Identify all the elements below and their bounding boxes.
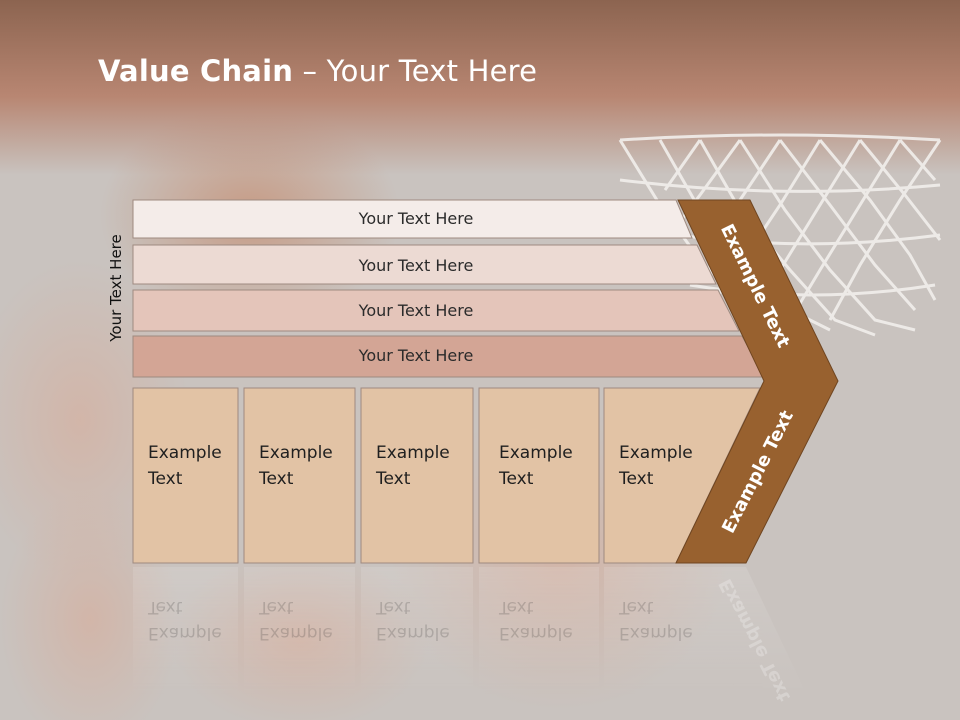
cell-2-reflection-line1: Example xyxy=(259,623,333,643)
cell-1-reflection-line2: Text xyxy=(148,597,183,617)
primary-cell-3-box xyxy=(360,387,474,564)
support-row-2 xyxy=(132,244,717,285)
support-row-4-label: Your Text Here xyxy=(358,346,474,365)
cell-5-reflection: Example Text xyxy=(604,566,714,698)
cell-3-line2: Text xyxy=(376,469,411,489)
cell-4-reflection: Example Text xyxy=(484,566,599,698)
cell-3-line1: Example xyxy=(376,443,450,463)
cell-3-reflection-line2: Text xyxy=(376,597,411,617)
support-row-3 xyxy=(132,289,740,332)
cells-reflection xyxy=(133,567,808,697)
slide-title: Value Chain – Your Text Here xyxy=(98,54,537,98)
cell-1-line1: Example xyxy=(148,443,222,463)
cell-5-reflection-line2: Text xyxy=(619,597,654,617)
support-row-2-label: Your Text Here xyxy=(358,256,474,275)
cell-1-reflection-line1: Example xyxy=(148,623,222,643)
primary-cell-1-box xyxy=(132,387,239,564)
value-chevron xyxy=(675,199,839,564)
title-bold: Value Chain xyxy=(98,54,294,88)
cell-4-line1: Example xyxy=(499,443,573,463)
cell-5-reflection-line1: Example xyxy=(619,623,693,643)
cell-1-line2: Text xyxy=(148,469,183,489)
title-rest: – Your Text Here xyxy=(293,54,538,88)
cell-3-reflection-line1: Example xyxy=(376,623,450,643)
cell-2-line2: Text xyxy=(259,469,294,489)
support-row-1 xyxy=(132,199,693,239)
cell-4-reflection-line2: Text xyxy=(499,597,534,617)
cell-2-line1: Example xyxy=(259,443,333,463)
cell-2-reflection: Example Text xyxy=(244,566,355,698)
support-row-1-label: Your Text Here xyxy=(358,209,474,228)
cell-2-reflection-line2: Text xyxy=(259,597,294,617)
cell-1-reflection: Example Text xyxy=(133,566,238,698)
cell-5-line2: Text xyxy=(619,469,654,489)
cell-4-line2: Text xyxy=(499,469,534,489)
cell-4-reflection-line1: Example xyxy=(499,623,573,643)
cell-5-line1: Example xyxy=(619,443,693,463)
cell-3-reflection: Example Text xyxy=(361,566,473,698)
support-row-3-label: Your Text Here xyxy=(358,301,474,320)
primary-cell-4-box xyxy=(478,387,600,564)
primary-cell-2-box xyxy=(243,387,356,564)
